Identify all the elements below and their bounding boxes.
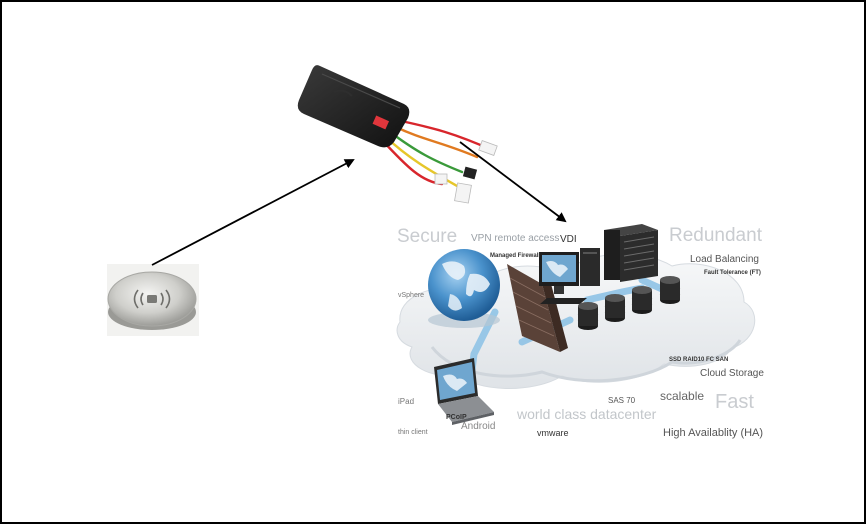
cloud-word-thin-client: thin client	[398, 429, 428, 436]
monitor-icon	[539, 248, 600, 304]
cloud-word-secure: Secure	[397, 226, 458, 247]
cloud-word-pcoip: PCoIP	[446, 414, 467, 421]
gps-tracker-icon	[297, 65, 498, 204]
globe-icon	[428, 249, 500, 328]
laptop-icon	[434, 358, 494, 425]
cloud-word-vmware: vmware	[537, 428, 569, 438]
ibutton-key-icon	[107, 264, 199, 336]
cloud-word-vpn: VPN remote access	[471, 233, 560, 244]
cloud-word-fast: Fast	[715, 391, 754, 413]
server-rack-icon	[604, 224, 658, 282]
cloud-word-ha: High Availablity (HA)	[663, 427, 764, 439]
cloud-word-sas70: SAS 70	[608, 396, 636, 405]
cloud-word-ssd-raid: SSD RAID10 FC SAN	[669, 357, 729, 363]
cloud-word-cloud-storage: Cloud Storage	[700, 368, 764, 379]
cloud-word-fault-tolerance: Fault Tolerance (FT)	[704, 270, 761, 276]
arrow-key-to-tracker	[151, 159, 355, 266]
cloud-word-ipad: iPad	[398, 397, 415, 406]
cloud-word-load-balancing: Load Balancing	[690, 254, 759, 265]
cloud-word-android: Android	[461, 421, 496, 432]
cloud-word-vdi: VDI	[560, 234, 577, 245]
cloud-word-world-class: world class datacenter	[517, 406, 657, 422]
database-icon	[577, 276, 681, 330]
cloud-word-managed-firewall: Managed Firewall	[490, 253, 541, 259]
arrow-tracker-to-cloud	[459, 141, 567, 223]
cloud-word-redundant: Redundant	[669, 225, 762, 246]
cloud-word-scalable: scalable	[660, 389, 705, 403]
cloud-word-vsphere: vSphere	[398, 292, 425, 299]
